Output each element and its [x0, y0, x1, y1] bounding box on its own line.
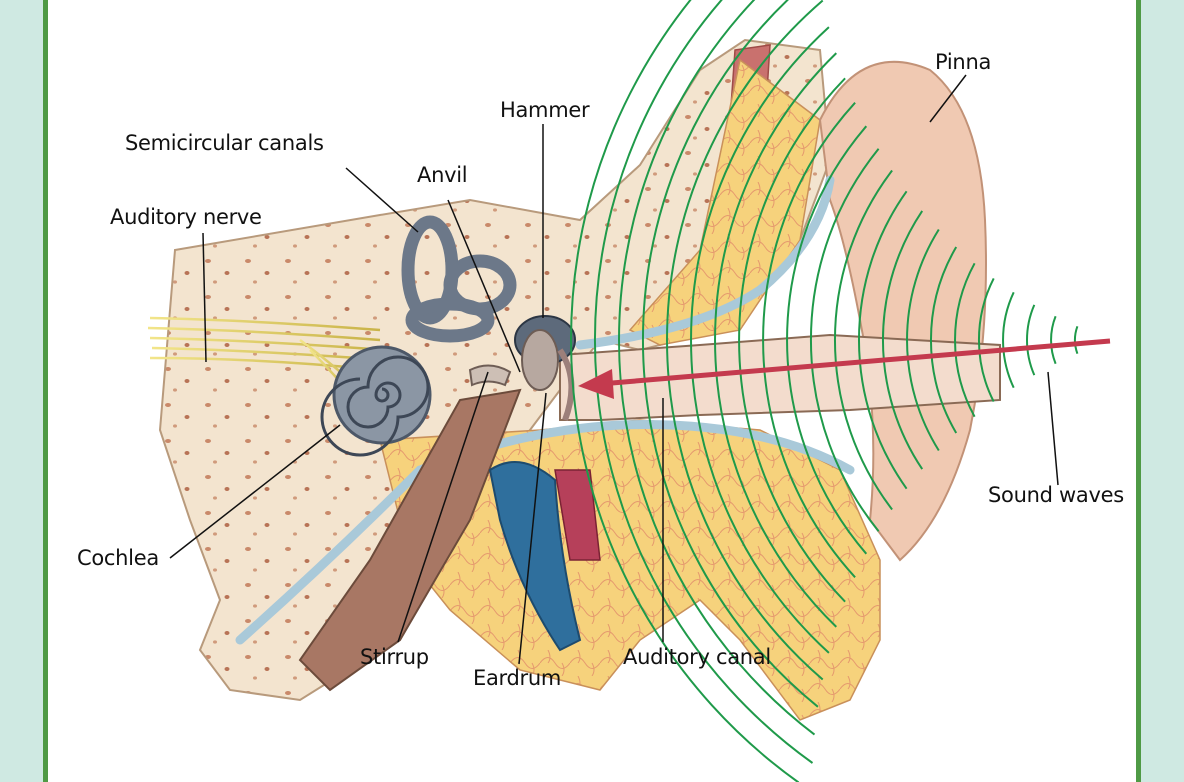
label-pinna: Pinna [935, 50, 992, 74]
sound-wave-arc [714, 52, 837, 628]
sound-wave-arc [906, 228, 940, 452]
eardrum-shape [557, 348, 575, 422]
label-anvil: Anvil [417, 163, 468, 187]
cartilage-lower [235, 420, 855, 645]
sound-wave-arc [857, 190, 908, 490]
sound-waves-arcs [570, 0, 1079, 782]
sound-wave-arc [929, 246, 958, 434]
eustachian-tube [298, 388, 522, 692]
label-stirrup: Stirrup [360, 645, 429, 669]
sound-wave-arc [666, 0, 824, 681]
sound-wave-arc [618, 0, 816, 736]
sound-wave-arc [881, 210, 924, 470]
sound-wave-arc [762, 102, 856, 578]
label-sound-waves: Sound waves [988, 483, 1124, 507]
cochlea-shape [320, 345, 432, 457]
sound-wave-arc [593, 0, 814, 764]
sound-wave-arc [738, 77, 846, 603]
label-semicircular-canals: Semicircular canals [125, 131, 324, 155]
sound-direction-arrow [599, 338, 1111, 387]
auditory-nerve-fibers [147, 316, 386, 401]
sound-wave-arc [1002, 291, 1015, 389]
sound-wave-arc [954, 262, 976, 418]
sound-wave-arc [570, 0, 800, 782]
label-eardrum: Eardrum [473, 666, 562, 690]
label-cochlea: Cochlea [77, 546, 159, 570]
label-auditory-canal: Auditory canal [623, 645, 771, 669]
sound-wave-arc [977, 277, 995, 403]
blood-vessel-artery [554, 469, 601, 561]
sound-wave-arc [642, 0, 819, 708]
blood-vessel-vein [488, 461, 582, 652]
arrow-head-icon [578, 369, 614, 399]
sound-wave-arc [1025, 304, 1036, 376]
sound-wave-arc [786, 125, 868, 555]
sound-wave-arc [1050, 315, 1057, 365]
ossicles [468, 315, 576, 391]
semicircular-canals-shape [401, 215, 517, 343]
leader-lines [169, 74, 1059, 665]
sound-wave-arc [1073, 325, 1079, 355]
label-hammer: Hammer [500, 98, 590, 122]
label-auditory-nerve: Auditory nerve [110, 205, 262, 229]
sound-wave-arc [810, 148, 880, 532]
sound-wave-arc [834, 169, 893, 511]
sound-wave-arc [690, 26, 830, 654]
